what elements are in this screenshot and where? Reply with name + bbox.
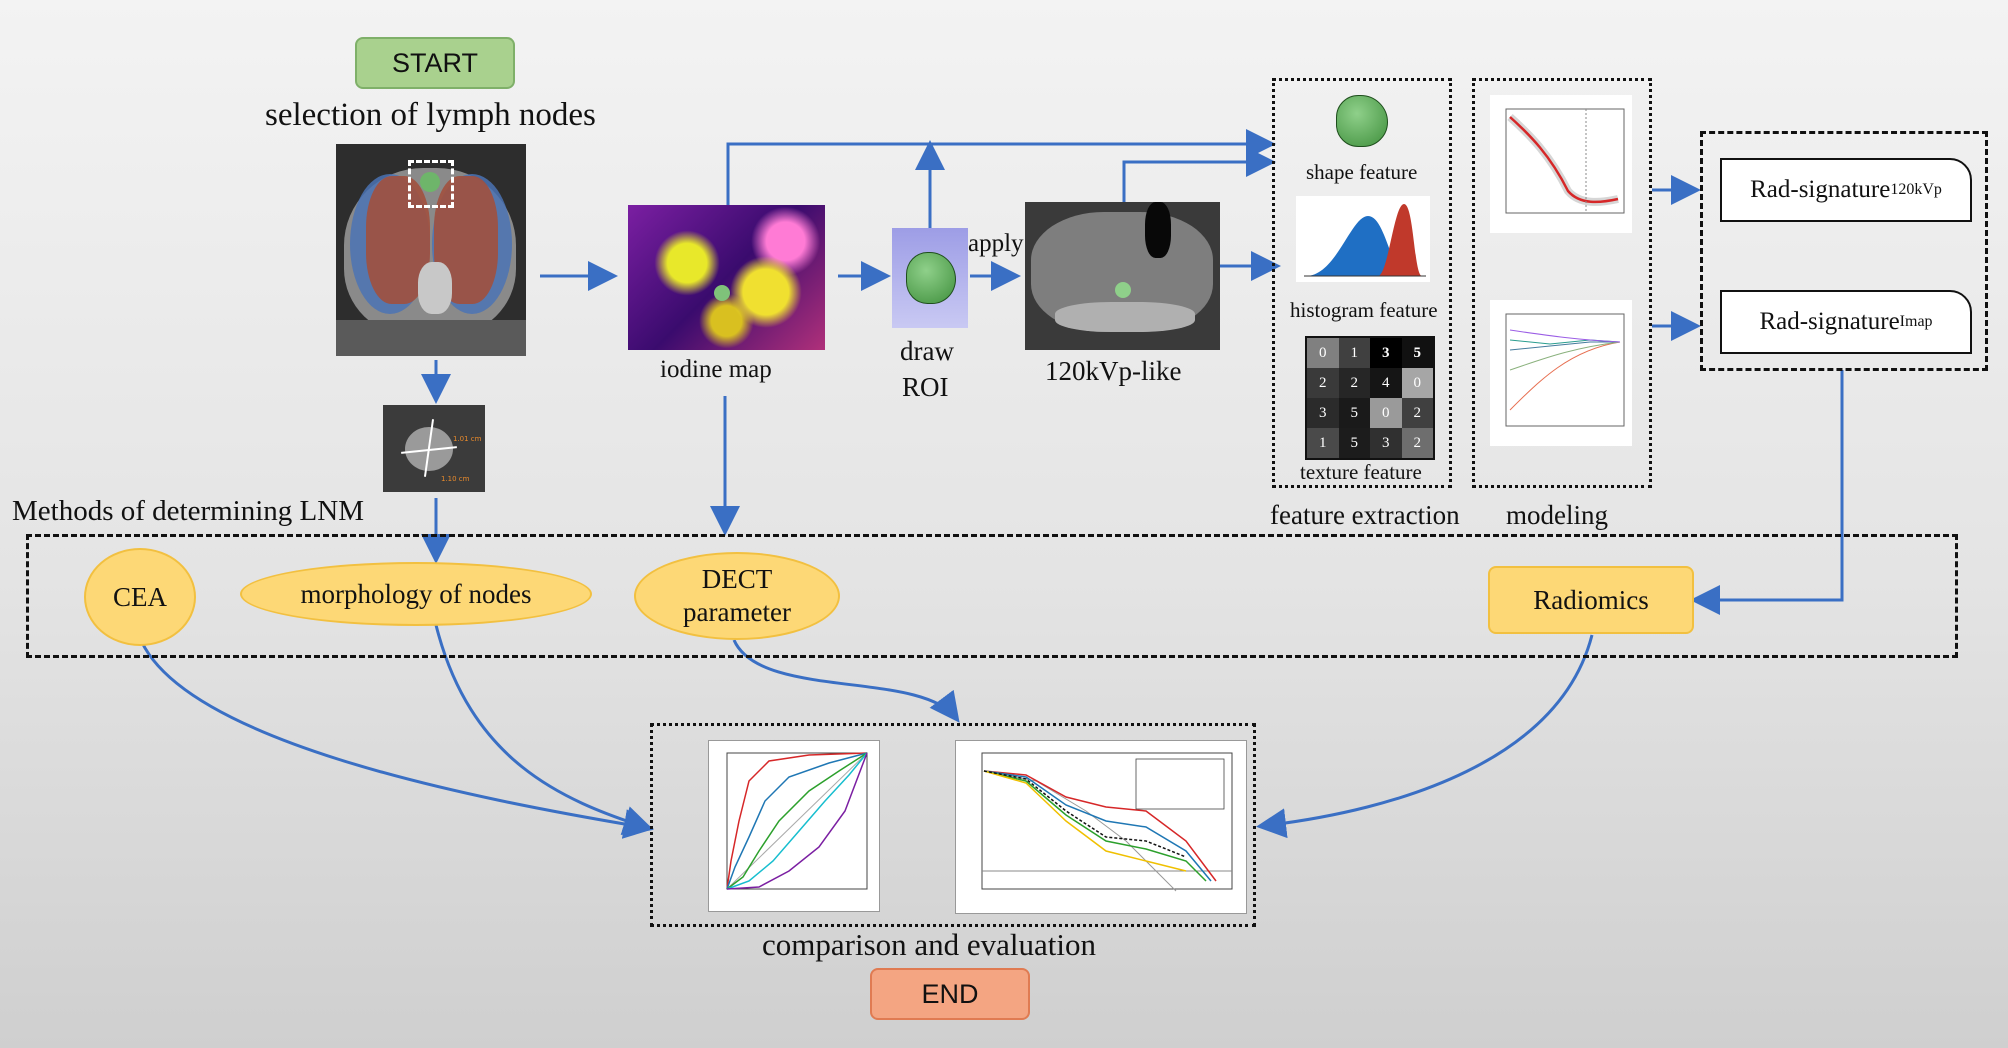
cea-node: CEA [84,548,196,646]
radiomics-node: Radiomics [1488,566,1694,634]
kvp-label: 120kVp-like [1045,356,1182,386]
texture-cell: 3 [1370,428,1402,458]
shape-feature-label: shape feature [1306,160,1418,184]
radiomics-label: Radiomics [1533,584,1649,615]
texture-cell: 2 [1307,368,1339,398]
roc-curve-image [708,740,880,912]
arrow-sig-to-radiomics [1690,370,1844,615]
feature-extraction-box [1272,78,1452,488]
texture-cell: 4 [1370,368,1402,398]
methods-box [26,534,1958,658]
texture-cell: 0 [1370,398,1402,428]
dect-label-1: DECT [701,564,773,594]
methods-title: Methods of determining LNM [12,495,364,527]
iodine-map-image [628,205,825,350]
apply-label: apply [968,230,1024,257]
texture-cell: 1 [1307,428,1339,458]
texture-cell: 5 [1401,338,1433,368]
iodine-map-label: iodine map [660,356,772,383]
roi-box [892,228,968,328]
node-measurement-image: 1.01 cm 1.10 cm [383,405,485,492]
texture-cell: 2 [1401,428,1433,458]
lasso-coefficient-plot [1490,300,1632,446]
texture-feature-label: texture feature [1300,460,1422,484]
texture-grid: 0 1 3 5 2 2 4 0 3 5 0 2 1 5 3 2 [1305,336,1435,460]
measure-a-label: 1.01 cm [453,435,482,443]
histogram-feature-label: histogram feature [1290,298,1438,322]
signature-box [1700,131,1988,371]
decision-curve-plot [981,752,1233,892]
selection-title: selection of lymph nodes [265,97,596,133]
cea-label: CEA [113,581,167,612]
dect-parameter-node: DECT parameter [634,552,840,640]
coefficient-paths [1505,313,1625,427]
draw-label: draw [900,336,954,366]
end-label: END [921,978,979,1009]
feature-extraction-label: feature extraction [1270,500,1460,530]
arrow-120kvp-to-shape [1122,147,1276,205]
roc-plot [726,752,868,890]
kvp-image [1025,202,1220,350]
roi-label: ROI [902,372,949,402]
sig1-sub: 120kVp [1890,181,1942,198]
texture-cell: 0 [1307,338,1339,368]
comparison-label: comparison and evaluation [762,927,1097,962]
texture-cell: 2 [1338,368,1370,398]
texture-cell: 5 [1338,428,1370,458]
lasso-deviance-plot [1490,95,1632,233]
ct-lymph-node-image [336,144,526,356]
arrow-morphology-to-eval [434,624,654,836]
texture-cell: 3 [1307,398,1339,428]
morphology-label: morphology of nodes [300,578,532,609]
arrow-cea-to-eval [134,624,654,839]
measure-b-label: 1.10 cm [441,475,470,483]
histogram-feature-image [1296,196,1430,282]
modeling-label: modeling [1506,500,1608,530]
sig1-main: Rad-signature [1750,176,1891,203]
texture-cell: 2 [1401,398,1433,428]
dect-label-2: parameter [683,597,791,627]
texture-cell: 3 [1370,338,1402,368]
texture-cell: 0 [1401,368,1433,398]
roi-nodule-icon [906,252,956,304]
end-box: END [870,968,1030,1020]
arrow-radiomics-to-eval [1256,634,1594,839]
sig2-main: Rad-signature [1759,308,1900,335]
start-label: START [391,47,478,78]
histogram-plot [1304,204,1426,277]
evaluation-box [650,723,1256,927]
shape-feature-icon [1336,95,1388,147]
sig2-sub: Imap [1899,313,1933,330]
start-box: START [355,37,515,89]
texture-cell: 1 [1338,338,1370,368]
decision-curve-image [955,740,1247,914]
modeling-box [1472,78,1652,488]
morphology-node: morphology of nodes [240,562,592,626]
texture-cell: 5 [1338,398,1370,428]
arrow-dect-to-eval [732,639,960,723]
arrow-iodine-to-shape [726,129,1276,205]
deviance-curve [1505,108,1625,214]
